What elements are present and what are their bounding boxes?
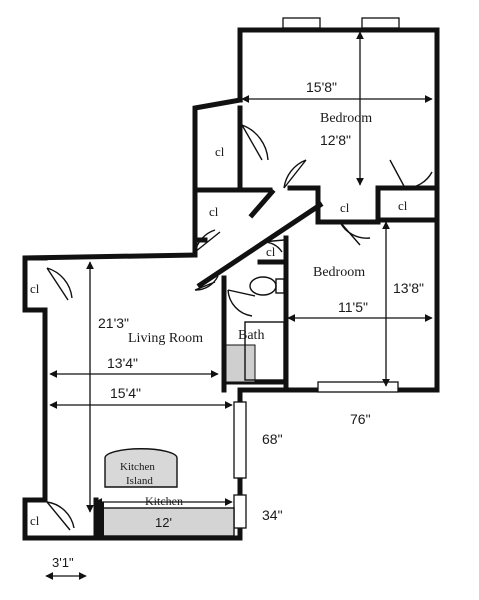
door-bath-closet — [261, 239, 285, 253]
bath-label: Bath — [238, 328, 264, 343]
room-labels: Bedroom Bedroom Living Room Bath Kitchen… — [120, 111, 372, 508]
dim-window-76: 76" — [350, 411, 371, 427]
closet-label-bath: cl — [266, 244, 276, 259]
closet-label-right: cl — [398, 198, 408, 213]
dim-bedroom-top-depth: 12'8" — [320, 132, 351, 148]
window-kitchen — [233, 494, 247, 529]
kitchen-fixtures — [94, 448, 235, 537]
dim-living-full-width: 15'4" — [110, 385, 141, 401]
living-room-label: Living Room — [128, 331, 203, 346]
window-top-1 — [282, 17, 321, 29]
door-right-closet — [389, 159, 433, 189]
door-kitchen-closet — [46, 501, 75, 531]
dimension-lines — [45, 31, 433, 580]
bedroom-right-label: Bedroom — [313, 265, 365, 280]
interior-walls — [22, 105, 435, 539]
kitchen-label: Kitchen — [145, 494, 183, 508]
closet-labels: cl cl cl cl cl cl cl — [30, 144, 408, 528]
closet-label-center: cl — [340, 200, 350, 215]
kitchen-appliance — [94, 502, 104, 536]
closet-label-kitchen: cl — [30, 513, 40, 528]
door-entry — [194, 275, 219, 291]
dim-living-height: 21'3" — [98, 315, 129, 331]
door-center-closet — [339, 221, 371, 246]
kitchen-island-label-1: Kitchen — [120, 461, 155, 473]
kitchen-island-label-2: Island — [126, 475, 153, 487]
dim-window-68: 68" — [262, 431, 283, 447]
window-top-2 — [361, 17, 400, 29]
exterior-walls — [22, 27, 440, 541]
dim-bottom-closet: 3'1" — [52, 555, 74, 570]
dim-window-34: 34" — [262, 507, 283, 523]
toilet-icon — [249, 276, 277, 296]
bath-fixtures — [225, 276, 285, 383]
dim-bedroom-top-width: 15'8" — [306, 79, 337, 95]
window-bottom-bedroom — [317, 381, 399, 393]
dimension-labels: 15'8" 12'8" 11'5" 13'8" 21'3" 13'4" 15'4… — [52, 79, 424, 570]
kitchen-counter — [99, 507, 235, 537]
dim-counter: 12' — [155, 515, 172, 530]
dim-bedroom-right-depth: 13'8" — [393, 280, 424, 296]
door-living-closet — [46, 267, 73, 301]
window-living — [233, 401, 247, 479]
bath-vanity — [244, 321, 285, 381]
door-top-bedroom — [283, 159, 307, 189]
closet-label-top-left: cl — [215, 144, 225, 159]
closet-label-living: cl — [30, 281, 40, 296]
dim-living-width: 13'4" — [107, 355, 138, 371]
toilet-tank — [275, 278, 285, 294]
windows — [233, 17, 400, 529]
bath-tub — [225, 344, 256, 383]
closet-label-middle-left: cl — [209, 204, 219, 219]
bedroom-top-label: Bedroom — [320, 111, 372, 126]
kitchen-island-shape — [104, 448, 178, 488]
door-hall-closet — [194, 229, 221, 253]
door-swings — [46, 124, 433, 531]
door-bath — [227, 289, 256, 317]
door-top-closet — [241, 124, 269, 161]
dim-bedroom-right-width: 11'5" — [338, 299, 368, 315]
